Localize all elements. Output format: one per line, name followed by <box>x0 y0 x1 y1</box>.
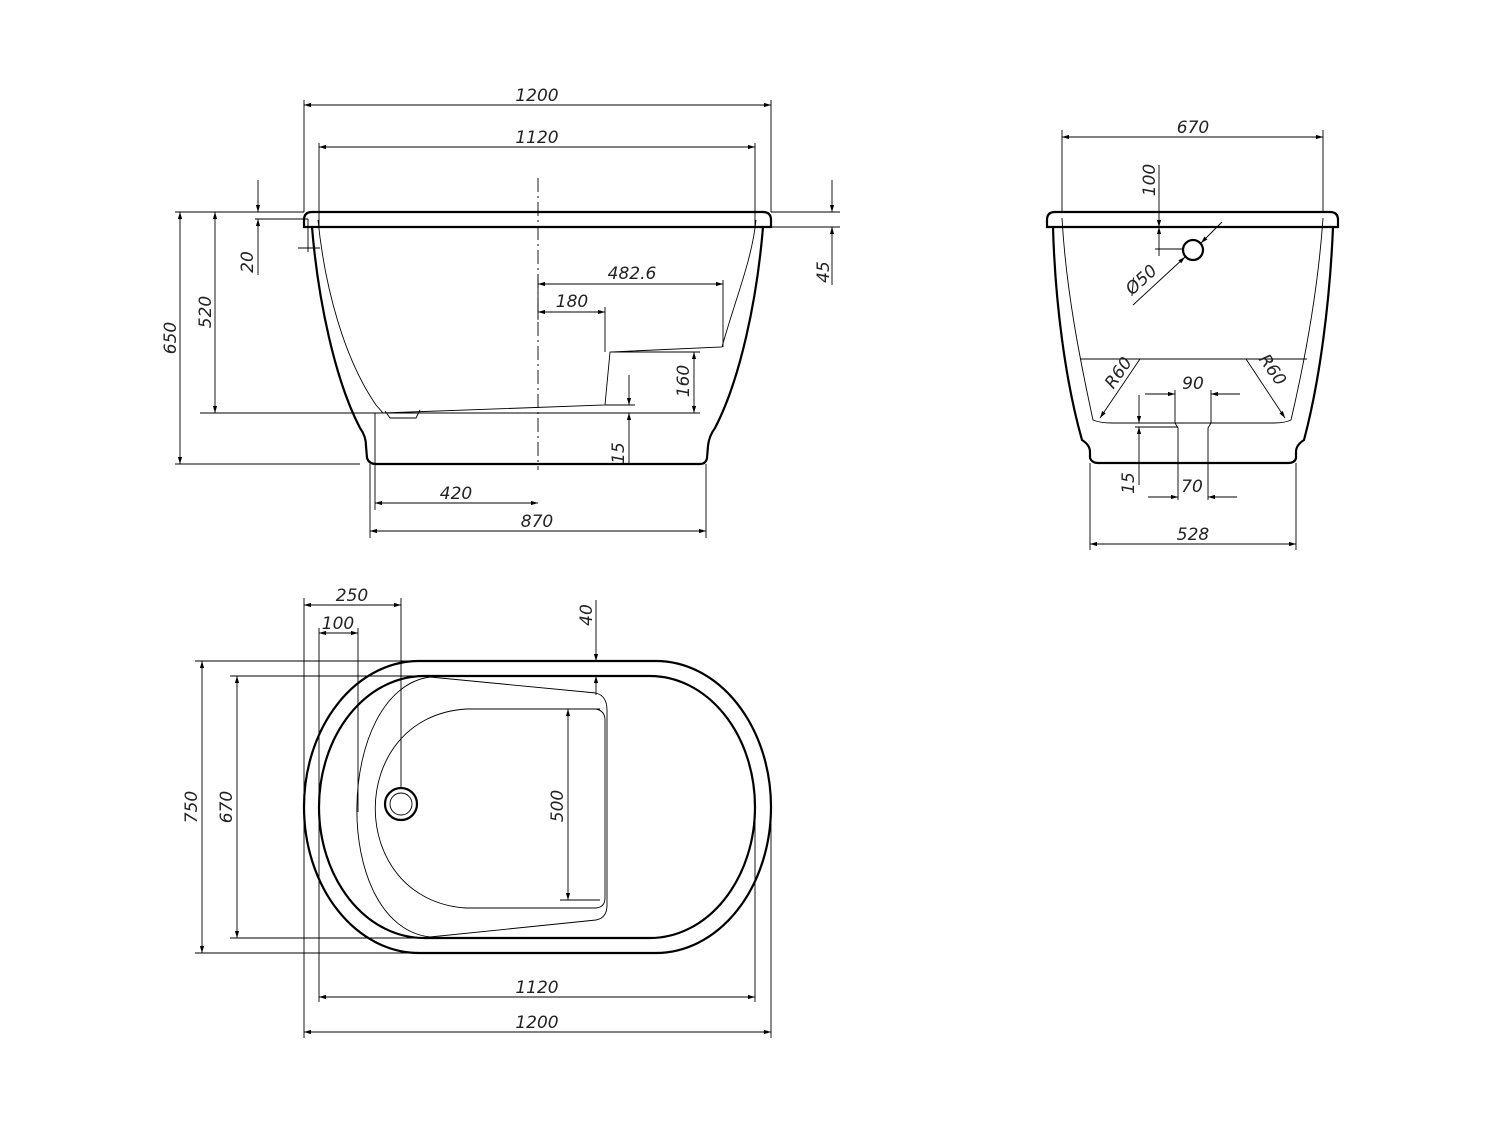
dim-diameter-50-label: Ø50 <box>1121 261 1161 300</box>
overflow-hole <box>1181 238 1205 262</box>
dim-r60-right <box>1245 358 1286 419</box>
top-drain-inner <box>389 792 413 816</box>
top-seat-outline <box>375 708 606 909</box>
side-rim <box>302 210 773 229</box>
dim-100-top-label: 100 <box>322 614 354 634</box>
dim-1120-top-label: 1120 <box>515 978 558 998</box>
dim-250-label: 250 <box>336 586 368 606</box>
dim-528-label: 528 <box>1177 525 1210 545</box>
dim-diameter-50-b <box>1200 221 1223 244</box>
dim-15-end-label: 15 <box>1119 472 1139 494</box>
dim-90-label: 90 <box>1182 374 1204 394</box>
dim-1120-side-label: 1120 <box>515 128 558 148</box>
dim-15-side-label: 15 <box>609 442 629 464</box>
dim-r60-right-label: R60 <box>1254 351 1290 390</box>
dim-500-label: 500 <box>548 790 568 822</box>
side-body-outline <box>310 226 765 466</box>
dim-160-label: 160 <box>674 365 694 397</box>
top-basin-outline <box>356 676 608 938</box>
dim-r60-left <box>1099 358 1141 419</box>
dim-650-label: 650 <box>161 322 181 354</box>
end-extension-lines <box>1061 130 1324 550</box>
dim-1200-side-label: 1200 <box>515 86 558 106</box>
end-inner-outline <box>1061 217 1324 424</box>
dim-870-label: 870 <box>521 512 553 532</box>
end-drain <box>1174 422 1212 472</box>
dim-1200-top-label: 1200 <box>515 1013 558 1033</box>
top-view: 250 100 40 750 670 500 1120 1200 <box>182 586 773 1038</box>
dim-40-label: 40 <box>577 604 597 626</box>
dim-180-label: 180 <box>556 292 588 312</box>
dim-750-label: 750 <box>182 791 202 823</box>
side-inner-outline <box>317 219 757 414</box>
end-body-outline <box>1051 226 1335 465</box>
dim-r60-left-label: R60 <box>1101 354 1137 393</box>
dim-670-top-label: 670 <box>217 791 237 823</box>
dim-diameter-50 <box>1132 256 1186 306</box>
end-rim <box>1045 210 1340 229</box>
dim-70-label: 70 <box>1181 477 1203 497</box>
side-view: 1200 1120 20 650 520 45 482.6 180 160 15… <box>161 86 840 538</box>
dim-20-label: 20 <box>238 251 258 273</box>
dim-482-6-label: 482.6 <box>608 264 657 284</box>
side-drain <box>384 409 421 419</box>
end-view: 670 100 Ø50 R60 R60 90 15 70 528 <box>1045 118 1340 550</box>
dim-45-label: 45 <box>814 261 834 283</box>
top-outer-rim <box>302 659 773 955</box>
dim-420-label: 420 <box>440 484 472 504</box>
dim-670-end-label: 670 <box>1177 118 1209 138</box>
side-extension-lines <box>175 100 840 538</box>
dim-520-label: 520 <box>196 296 216 328</box>
top-extension-lines <box>195 598 772 1038</box>
dim-100-end-label: 100 <box>1140 164 1160 196</box>
